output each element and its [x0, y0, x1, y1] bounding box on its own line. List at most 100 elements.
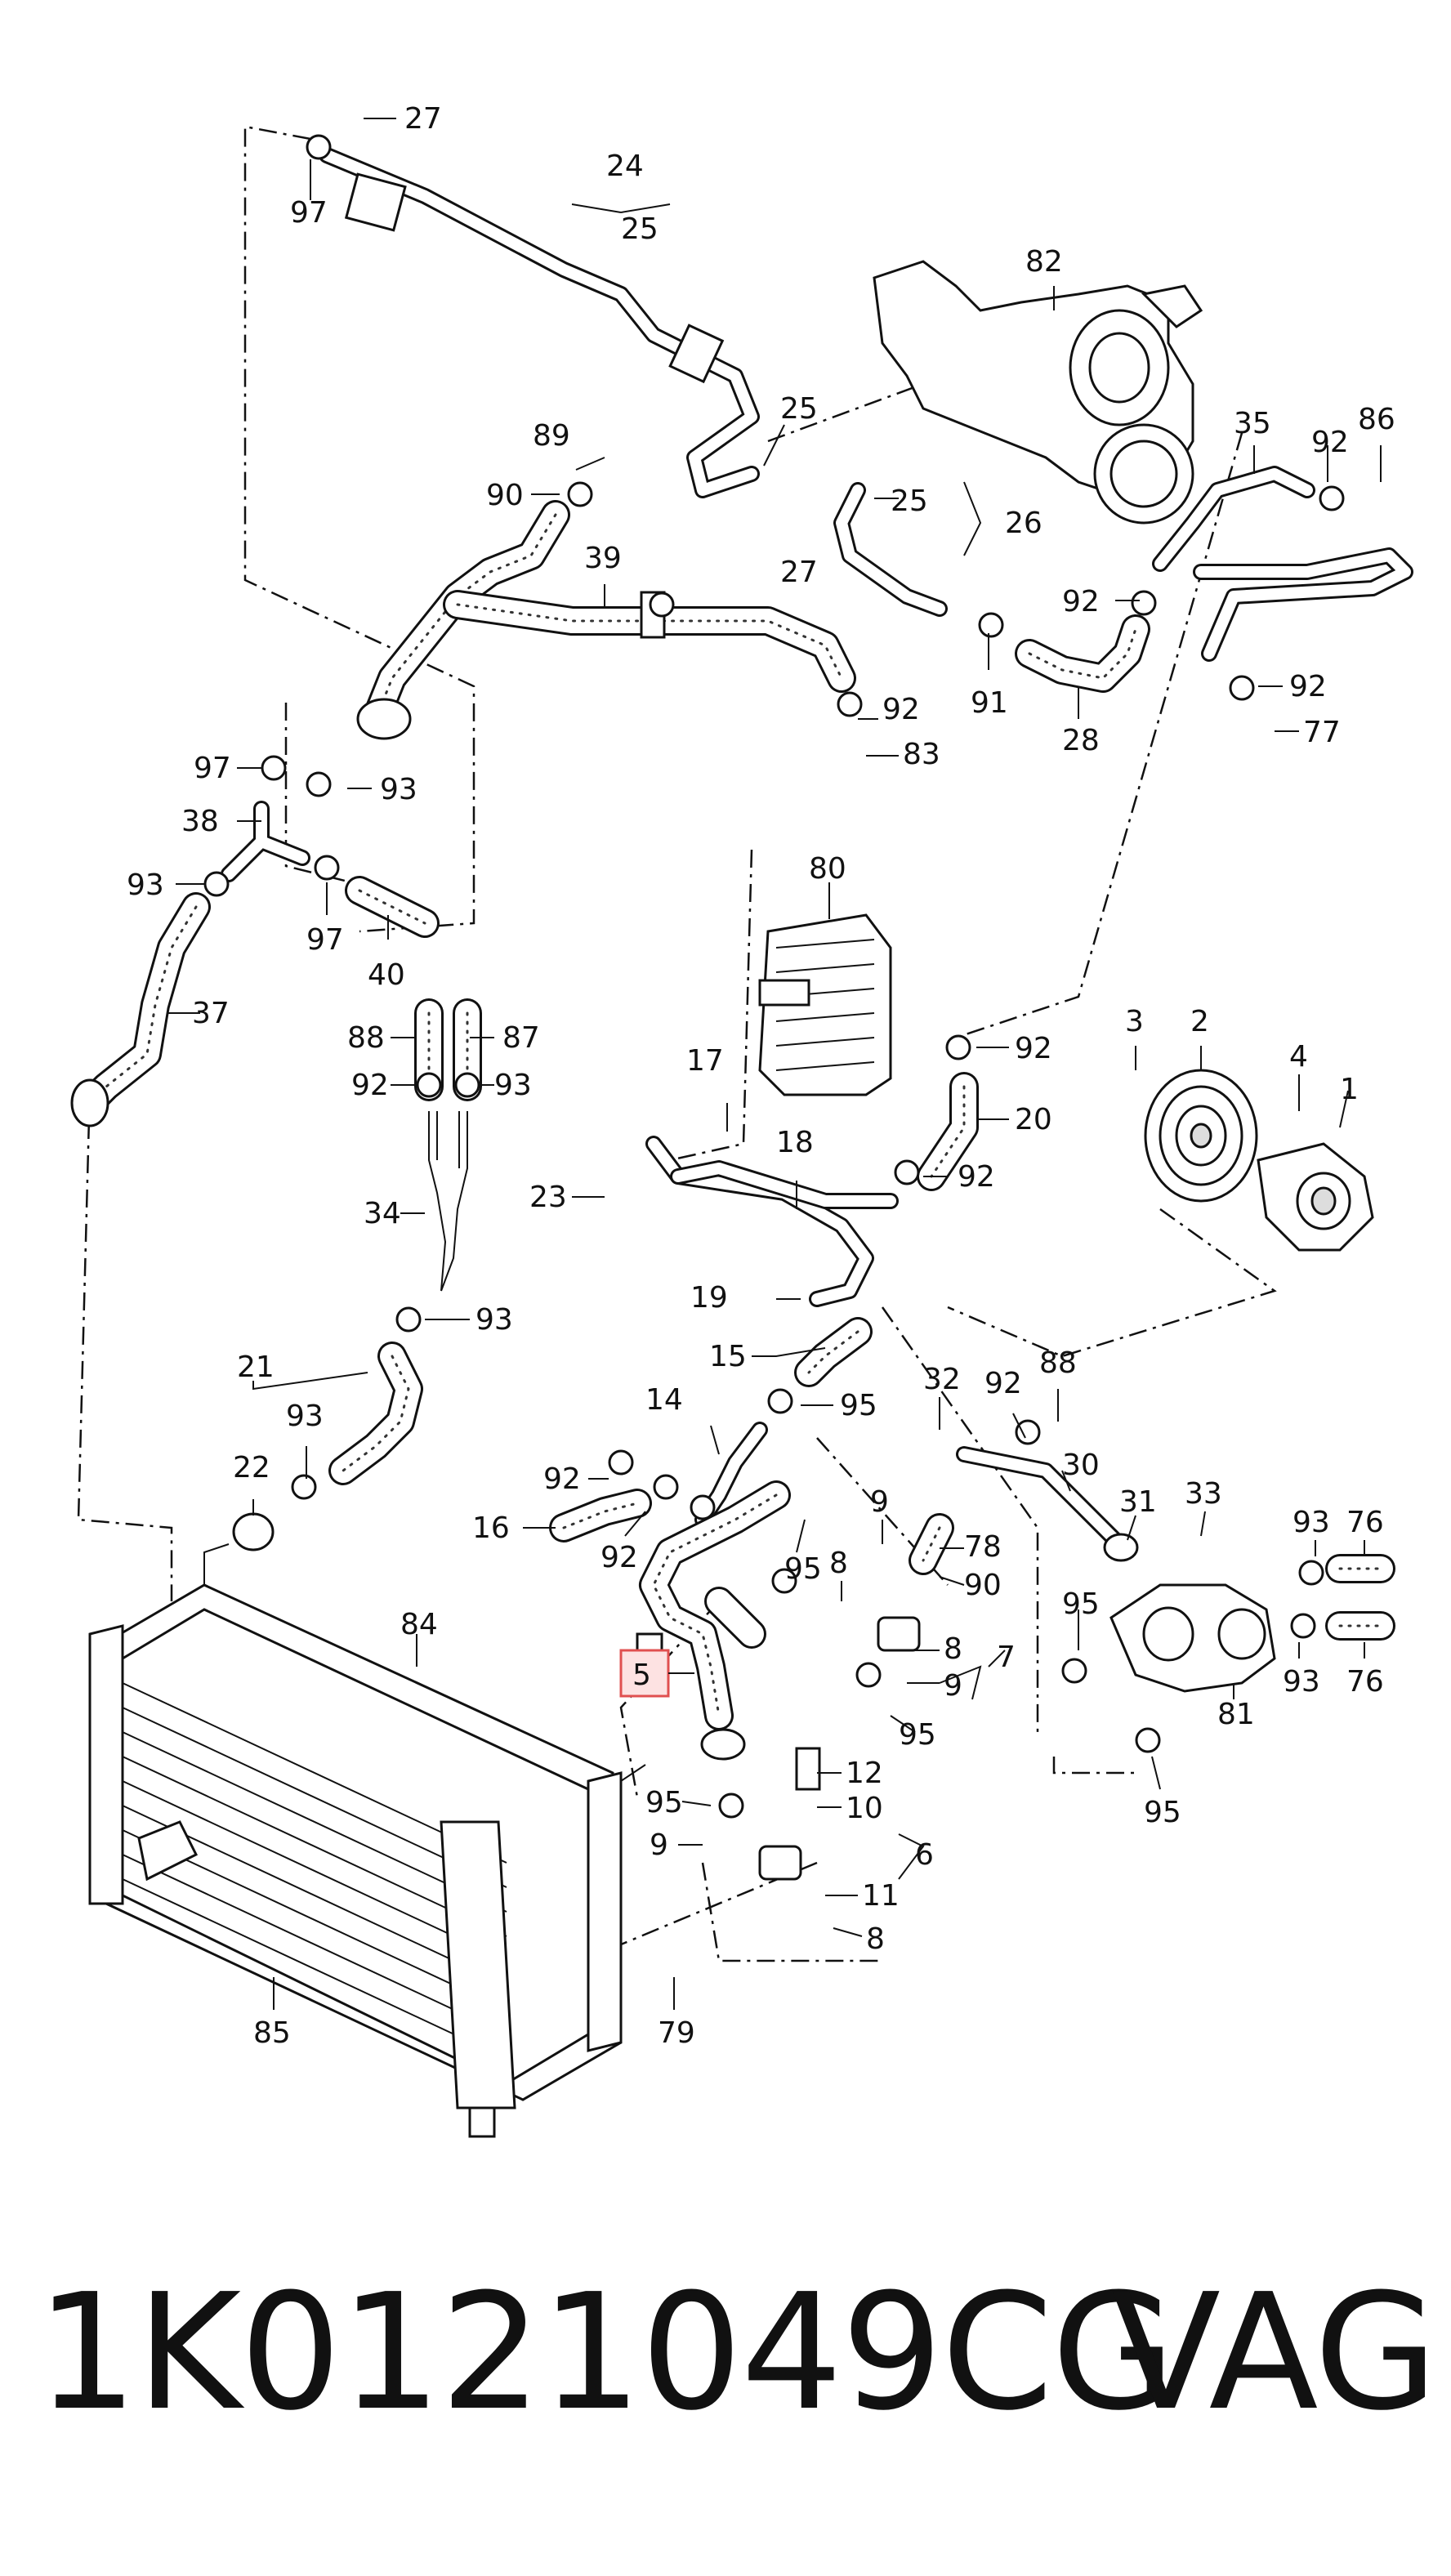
callout-35: 35	[1234, 407, 1271, 440]
callout-27-mid: 27	[780, 556, 818, 589]
callout-82: 82	[1025, 245, 1063, 279]
callout-92-j: 92	[984, 1367, 1022, 1400]
callout-93-e: 93	[286, 1400, 324, 1433]
callout-8-b: 8	[944, 1632, 962, 1666]
callout-97-mid: 97	[194, 752, 231, 785]
callout-76-a: 76	[1346, 1506, 1384, 1539]
callout-92-e: 92	[351, 1069, 389, 1102]
callout-80: 80	[809, 852, 846, 886]
callout-92-a: 92	[1311, 426, 1349, 459]
callout-40: 40	[368, 958, 405, 992]
callout-78: 78	[964, 1530, 1002, 1564]
hose-21	[328, 1342, 423, 1485]
callout-26: 26	[1005, 507, 1042, 540]
callout-7: 7	[997, 1641, 1016, 1674]
caption-row: 1K0121049CG VAG	[0, 2255, 1451, 2451]
callout-93-g: 93	[1283, 1665, 1320, 1699]
callout-25-right: 25	[891, 484, 928, 518]
callout-93-c: 93	[494, 1069, 532, 1102]
callout-85: 85	[253, 2016, 291, 2050]
callout-92-g: 92	[958, 1160, 995, 1194]
callout-88-right: 88	[1039, 1346, 1077, 1380]
radiator-assembly	[88, 1543, 646, 2138]
callout-95-d: 95	[1062, 1587, 1100, 1621]
callout-15: 15	[709, 1340, 747, 1373]
callout-5: 5	[632, 1659, 651, 1692]
hoses-14-15-16	[549, 1317, 873, 1542]
callout-92-c: 92	[1289, 670, 1327, 703]
callout-1: 1	[1340, 1073, 1359, 1106]
callout-97-low: 97	[306, 923, 344, 957]
callout-labels: 27 97 24 25 82 25 25 26 27 91 28 35 92 8…	[127, 102, 1395, 2050]
callout-93-b: 93	[127, 868, 164, 902]
callout-92-f: 92	[1015, 1032, 1052, 1065]
callout-93-f: 93	[1293, 1506, 1330, 1539]
callout-37: 37	[192, 997, 230, 1030]
callout-92-d: 92	[882, 693, 920, 726]
callout-23: 23	[529, 1181, 567, 1214]
callout-83: 83	[903, 738, 940, 771]
hose-40	[345, 876, 440, 938]
hose-28	[1015, 614, 1150, 693]
callout-4: 4	[1289, 1040, 1308, 1074]
callout-25-top: 25	[621, 212, 659, 246]
part-number-caption: 1K0121049CG	[36, 2260, 1176, 2446]
callout-27-top: 27	[404, 102, 442, 136]
brand-caption: VAG	[1111, 2260, 1438, 2446]
callout-22: 22	[233, 1451, 270, 1484]
callout-leaders	[167, 118, 1382, 2010]
hose-clamps	[203, 134, 1345, 1819]
hoses-76	[1325, 1554, 1395, 1641]
highlight-box	[619, 1649, 670, 1698]
callout-33: 33	[1185, 1477, 1222, 1511]
callout-91: 91	[971, 686, 1008, 720]
turbocharger-82	[873, 260, 1203, 525]
callout-6: 6	[915, 1838, 934, 1872]
callout-92-b: 92	[1062, 585, 1100, 618]
callout-12: 12	[846, 1757, 883, 1790]
upper-coolant-pipes	[319, 147, 1413, 662]
callout-21: 21	[237, 1351, 275, 1384]
callout-95-b: 95	[784, 1552, 822, 1586]
callout-38: 38	[181, 805, 219, 838]
callout-9-a: 9	[870, 1485, 889, 1519]
pipe-30	[956, 1446, 1139, 1562]
callout-18: 18	[776, 1126, 814, 1159]
callout-95-c: 95	[899, 1718, 936, 1752]
callout-28: 28	[1062, 724, 1100, 757]
callout-95-a: 95	[840, 1389, 877, 1422]
hose-5	[639, 1480, 791, 1761]
callout-14: 14	[645, 1383, 683, 1417]
callout-87: 87	[502, 1021, 540, 1055]
callout-31: 31	[1119, 1485, 1157, 1519]
callout-17: 17	[686, 1044, 724, 1078]
callout-86: 86	[1358, 403, 1395, 436]
callout-30: 30	[1062, 1449, 1100, 1482]
thermostat-housing-81	[1109, 1583, 1276, 1693]
callout-34: 34	[364, 1197, 401, 1230]
hose-37	[70, 892, 211, 1127]
callout-93-d: 93	[475, 1303, 513, 1337]
callout-97-top: 97	[290, 196, 328, 230]
exploded-parts-diagram: 27 97 24 25 82 25 25 26 27 91 28 35 92 8…	[70, 102, 1413, 2138]
callout-89: 89	[533, 419, 570, 453]
callout-84: 84	[400, 1608, 438, 1641]
callout-19: 19	[690, 1281, 728, 1315]
callout-32: 32	[923, 1363, 961, 1396]
callout-95-e: 95	[1144, 1796, 1181, 1829]
callout-9-c: 9	[650, 1828, 668, 1862]
callout-77: 77	[1303, 716, 1341, 749]
callout-16: 16	[472, 1511, 510, 1545]
callout-76-b: 76	[1346, 1665, 1384, 1699]
connector-38	[221, 801, 310, 882]
callout-92-i: 92	[600, 1541, 638, 1574]
water-pump-assembly	[1144, 1069, 1374, 1252]
hose-78	[909, 1513, 954, 1575]
callout-90-top: 90	[486, 479, 524, 512]
callout-9-b: 9	[944, 1669, 962, 1703]
callout-39: 39	[584, 542, 622, 575]
callout-2: 2	[1190, 1005, 1209, 1038]
oil-cooler-80	[758, 913, 892, 1096]
callout-8-a: 8	[829, 1547, 848, 1580]
hose-39	[356, 500, 856, 740]
